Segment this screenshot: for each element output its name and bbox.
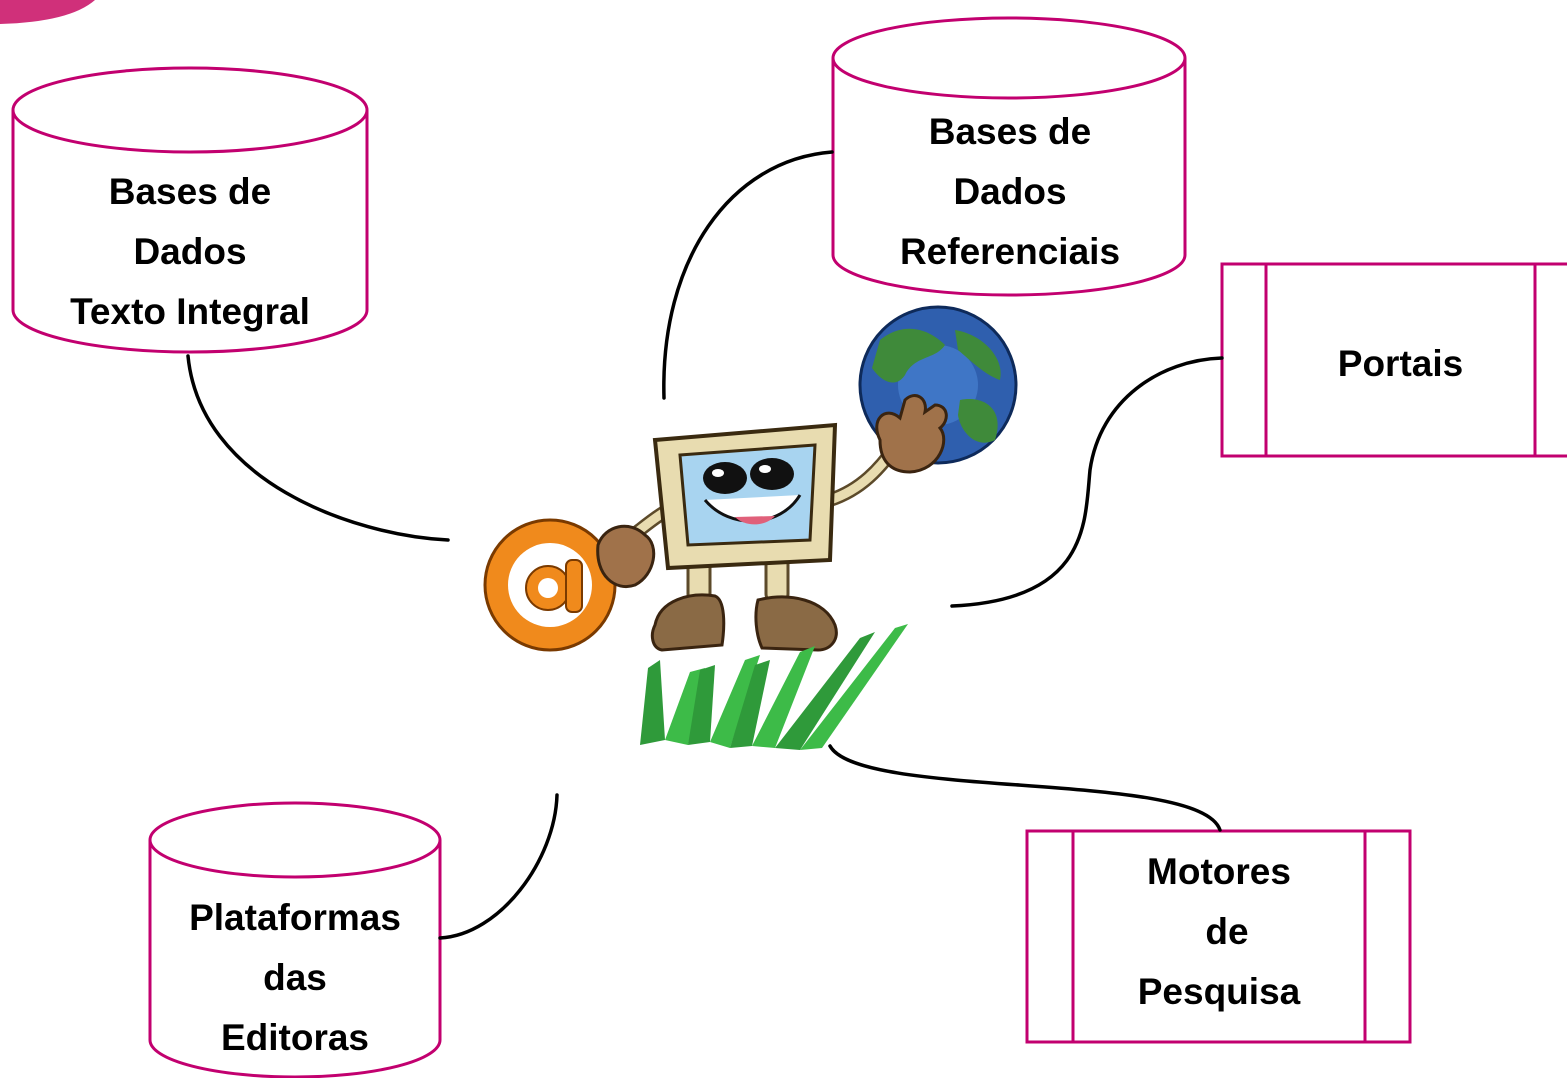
at-sign-icon — [483, 518, 617, 652]
corner-decoration — [0, 0, 95, 24]
label-line: Portais — [1337, 343, 1464, 384]
box-portals — [1220, 262, 1567, 458]
computer-mascot-icon — [483, 305, 1018, 750]
label-search-engines: Motores de Pesquisa — [1073, 842, 1365, 1022]
label-line: Referenciais — [899, 231, 1121, 272]
label-publisher-platforms: Plataformas das Editoras — [155, 888, 435, 1068]
label-full-text-db: Bases de Dados Texto Integral — [20, 162, 360, 342]
connector-portals — [950, 356, 1224, 608]
label-line: Bases de — [928, 111, 1092, 152]
label-line: Editoras — [220, 1017, 370, 1058]
label-line: Plataformas — [189, 897, 401, 938]
label-line: das — [263, 957, 327, 998]
label-portals: Portais — [1266, 334, 1535, 394]
connector-full-text-db — [186, 354, 450, 542]
label-line: Motores — [1147, 851, 1291, 892]
connector-reference-db — [662, 150, 834, 400]
label-line: Dados — [953, 171, 1067, 212]
connector-publisher-platforms — [438, 793, 559, 940]
label-line: Dados — [133, 231, 247, 272]
label-line: de — [1205, 911, 1249, 952]
label-line: Pesquisa — [1137, 971, 1301, 1012]
label-reference-db: Bases de Dados Referenciais — [840, 102, 1180, 282]
cylinder-publisher-platforms — [148, 801, 442, 1079]
cylinder-full-text-db — [11, 66, 369, 354]
cylinder-reference-db — [831, 16, 1187, 297]
connector-search-engines — [828, 744, 1222, 832]
label-line: Bases de — [108, 171, 272, 212]
www-grass-icon — [640, 624, 908, 750]
box-search-engines — [1025, 829, 1412, 1044]
label-line: Texto Integral — [70, 291, 310, 332]
